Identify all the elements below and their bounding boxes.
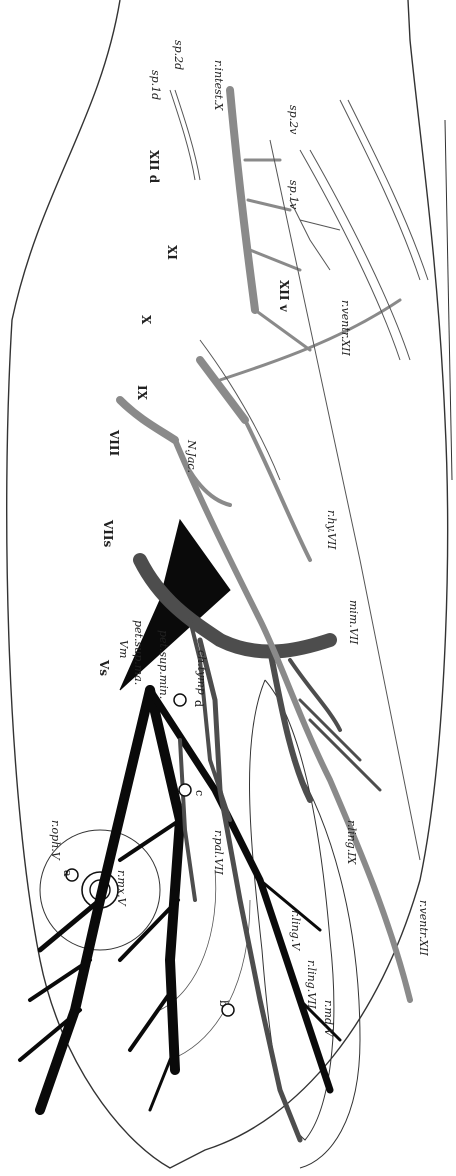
- node-b-label: b: [217, 1000, 230, 1007]
- sp2d-label: sp.2d: [172, 40, 185, 70]
- node-d-label: d: [192, 700, 205, 707]
- node-d: [174, 694, 186, 706]
- node-c: [179, 784, 191, 796]
- sp1v-label: sp.1v: [287, 180, 300, 210]
- n-jac-label: N.Jac.: [185, 439, 198, 473]
- xii-d-label: XII d: [147, 150, 161, 184]
- pet-sup-ma-label: pet.sup.ma.: [132, 620, 145, 685]
- node-a-label: a: [61, 870, 74, 877]
- x-label: X: [139, 315, 153, 325]
- sp1d-label: sp.1d: [149, 70, 162, 100]
- pet-sup-min-label: pet.sup.min.: [157, 630, 170, 699]
- roph-label: r.oph.V: [49, 820, 62, 861]
- xii-v-label: XII v: [277, 280, 291, 313]
- r-ventr-xii-label-1: r.ventr.XII: [339, 300, 352, 356]
- r-md-v-label: r.md.V: [322, 1000, 335, 1038]
- r-ling-ix-label: r.ling.IX: [345, 820, 358, 866]
- mim-vii-label: mim.VII: [347, 600, 360, 645]
- sp2v-label: sp.2v: [287, 105, 300, 135]
- r-ling-v-label: r.ling.V: [289, 910, 302, 951]
- rmx-label: r.mx.V: [115, 870, 128, 907]
- vm-label: Vm: [117, 640, 130, 658]
- r-ling-vii-label: r.ling.VII: [305, 960, 318, 1009]
- xi-label: XI: [165, 245, 179, 260]
- vii-s-label: VIIs: [101, 519, 115, 548]
- viii-label: VIII: [107, 429, 121, 457]
- vagus-nerve: [120, 90, 410, 1000]
- body-edge: [445, 120, 452, 480]
- head-outline: [7, 0, 448, 1168]
- vs-label: Vs: [97, 659, 111, 676]
- ix-label: IX: [135, 385, 149, 401]
- r-intest-label: r.intest.X: [212, 60, 225, 112]
- ch-tymp-label: ch.tymp: [195, 650, 208, 695]
- r-hy-vii-label: r.hy.VII: [325, 510, 338, 550]
- r-ventr-xii-label-2: r.ventr.XII: [417, 900, 430, 956]
- node-c-label: c: [193, 790, 206, 796]
- r-pal-label: r.pal.VII: [212, 830, 225, 875]
